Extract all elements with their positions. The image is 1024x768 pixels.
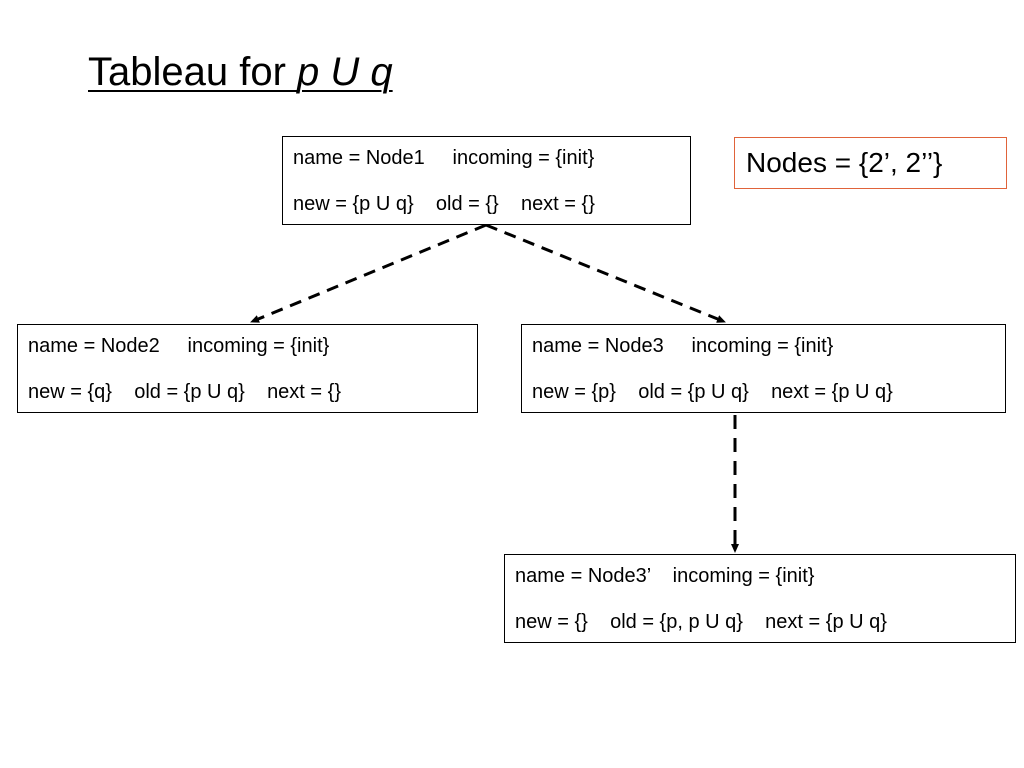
edge-node1-to-node2	[250, 223, 487, 324]
node3-box: name = Node3 incoming = {init} new = {p}…	[521, 324, 1006, 413]
node2-fields-line: new = {q} old = {p U q} next = {}	[28, 381, 342, 403]
edge-node1-to-node3	[485, 223, 726, 324]
node3-prime-box: name = Node3’ incoming = {init} new = {}…	[504, 554, 1016, 643]
node1-box: name = Node1 incoming = {init} new = {p …	[282, 136, 691, 225]
node3-prime-fields-line: new = {} old = {p, p U q} next = {p U q}	[515, 611, 887, 633]
slide-title: Tableau for p U q	[88, 48, 393, 96]
node1-name-line: name = Node1 incoming = {init}	[293, 147, 595, 169]
title-prefix: Tableau for	[88, 50, 298, 94]
title-formula: p U q	[297, 50, 393, 94]
nodes-set-box: Nodes = {2’, 2’’}	[734, 137, 1007, 189]
node3-name-line: name = Node3 incoming = {init}	[532, 335, 834, 357]
node2-name-line: name = Node2 incoming = {init}	[28, 335, 330, 357]
node3-fields-line: new = {p} old = {p U q} next = {p U q}	[532, 381, 893, 403]
node2-box: name = Node2 incoming = {init} new = {q}…	[17, 324, 478, 413]
node3-prime-name-line: name = Node3’ incoming = {init}	[515, 565, 815, 587]
node1-fields-line: new = {p U q} old = {} next = {}	[293, 193, 595, 215]
